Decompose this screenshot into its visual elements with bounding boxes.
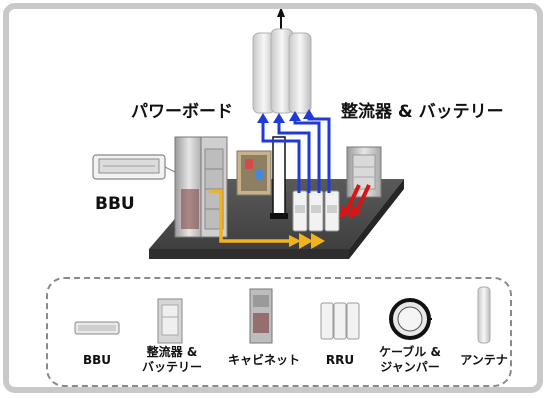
diagram-frame: パワーボード 整流器 & バッテリー BBU BBU 整流器 & バッテリー キ…	[3, 3, 543, 393]
legend-rectifier-label: 整流器 & バッテリー	[140, 345, 204, 375]
main-cabinet	[174, 136, 228, 238]
cabinet-icon	[249, 288, 273, 344]
power-board-label: パワーボード	[131, 102, 233, 122]
yellow-signal-arrow	[209, 189, 325, 249]
rectifier-cabinet	[346, 146, 382, 198]
bbu-label: BBU	[95, 194, 135, 214]
rru-icon	[320, 302, 360, 340]
red-power-arrows	[339, 184, 371, 219]
open-cabinet	[236, 150, 272, 196]
blue-arrow-heads	[257, 109, 315, 123]
bbu-unit-icon	[74, 321, 120, 335]
bbu-callout	[92, 154, 180, 180]
rectifier-battery-label: 整流器 & バッテリー	[341, 102, 504, 122]
antenna-icon	[477, 286, 491, 344]
component-legend: BBU 整流器 & バッテリー キャビネット RRU	[46, 277, 512, 387]
legend-cable-line2: ジャンパー	[380, 360, 440, 374]
legend-rru-label: RRU	[325, 353, 355, 367]
rru-modules	[292, 190, 340, 232]
rectifier-battery-icon	[157, 298, 183, 344]
site-illustration	[92, 9, 404, 259]
legend-rectifier-line1: 整流器 &	[146, 345, 198, 359]
legend-cabinet-label: キャビネット	[228, 353, 301, 367]
cable-coil-icon	[389, 298, 432, 340]
antenna-mast	[270, 9, 288, 219]
legend-bbu-label: BBU	[82, 353, 112, 367]
legend-antenna-label: アンテナ	[460, 353, 508, 367]
legend-cable-label: ケーブル & ジャンパー	[374, 345, 446, 375]
legend-cable-line1: ケーブル &	[379, 345, 441, 359]
legend-rectifier-line2: バッテリー	[141, 360, 202, 374]
antenna-panels	[252, 28, 312, 114]
